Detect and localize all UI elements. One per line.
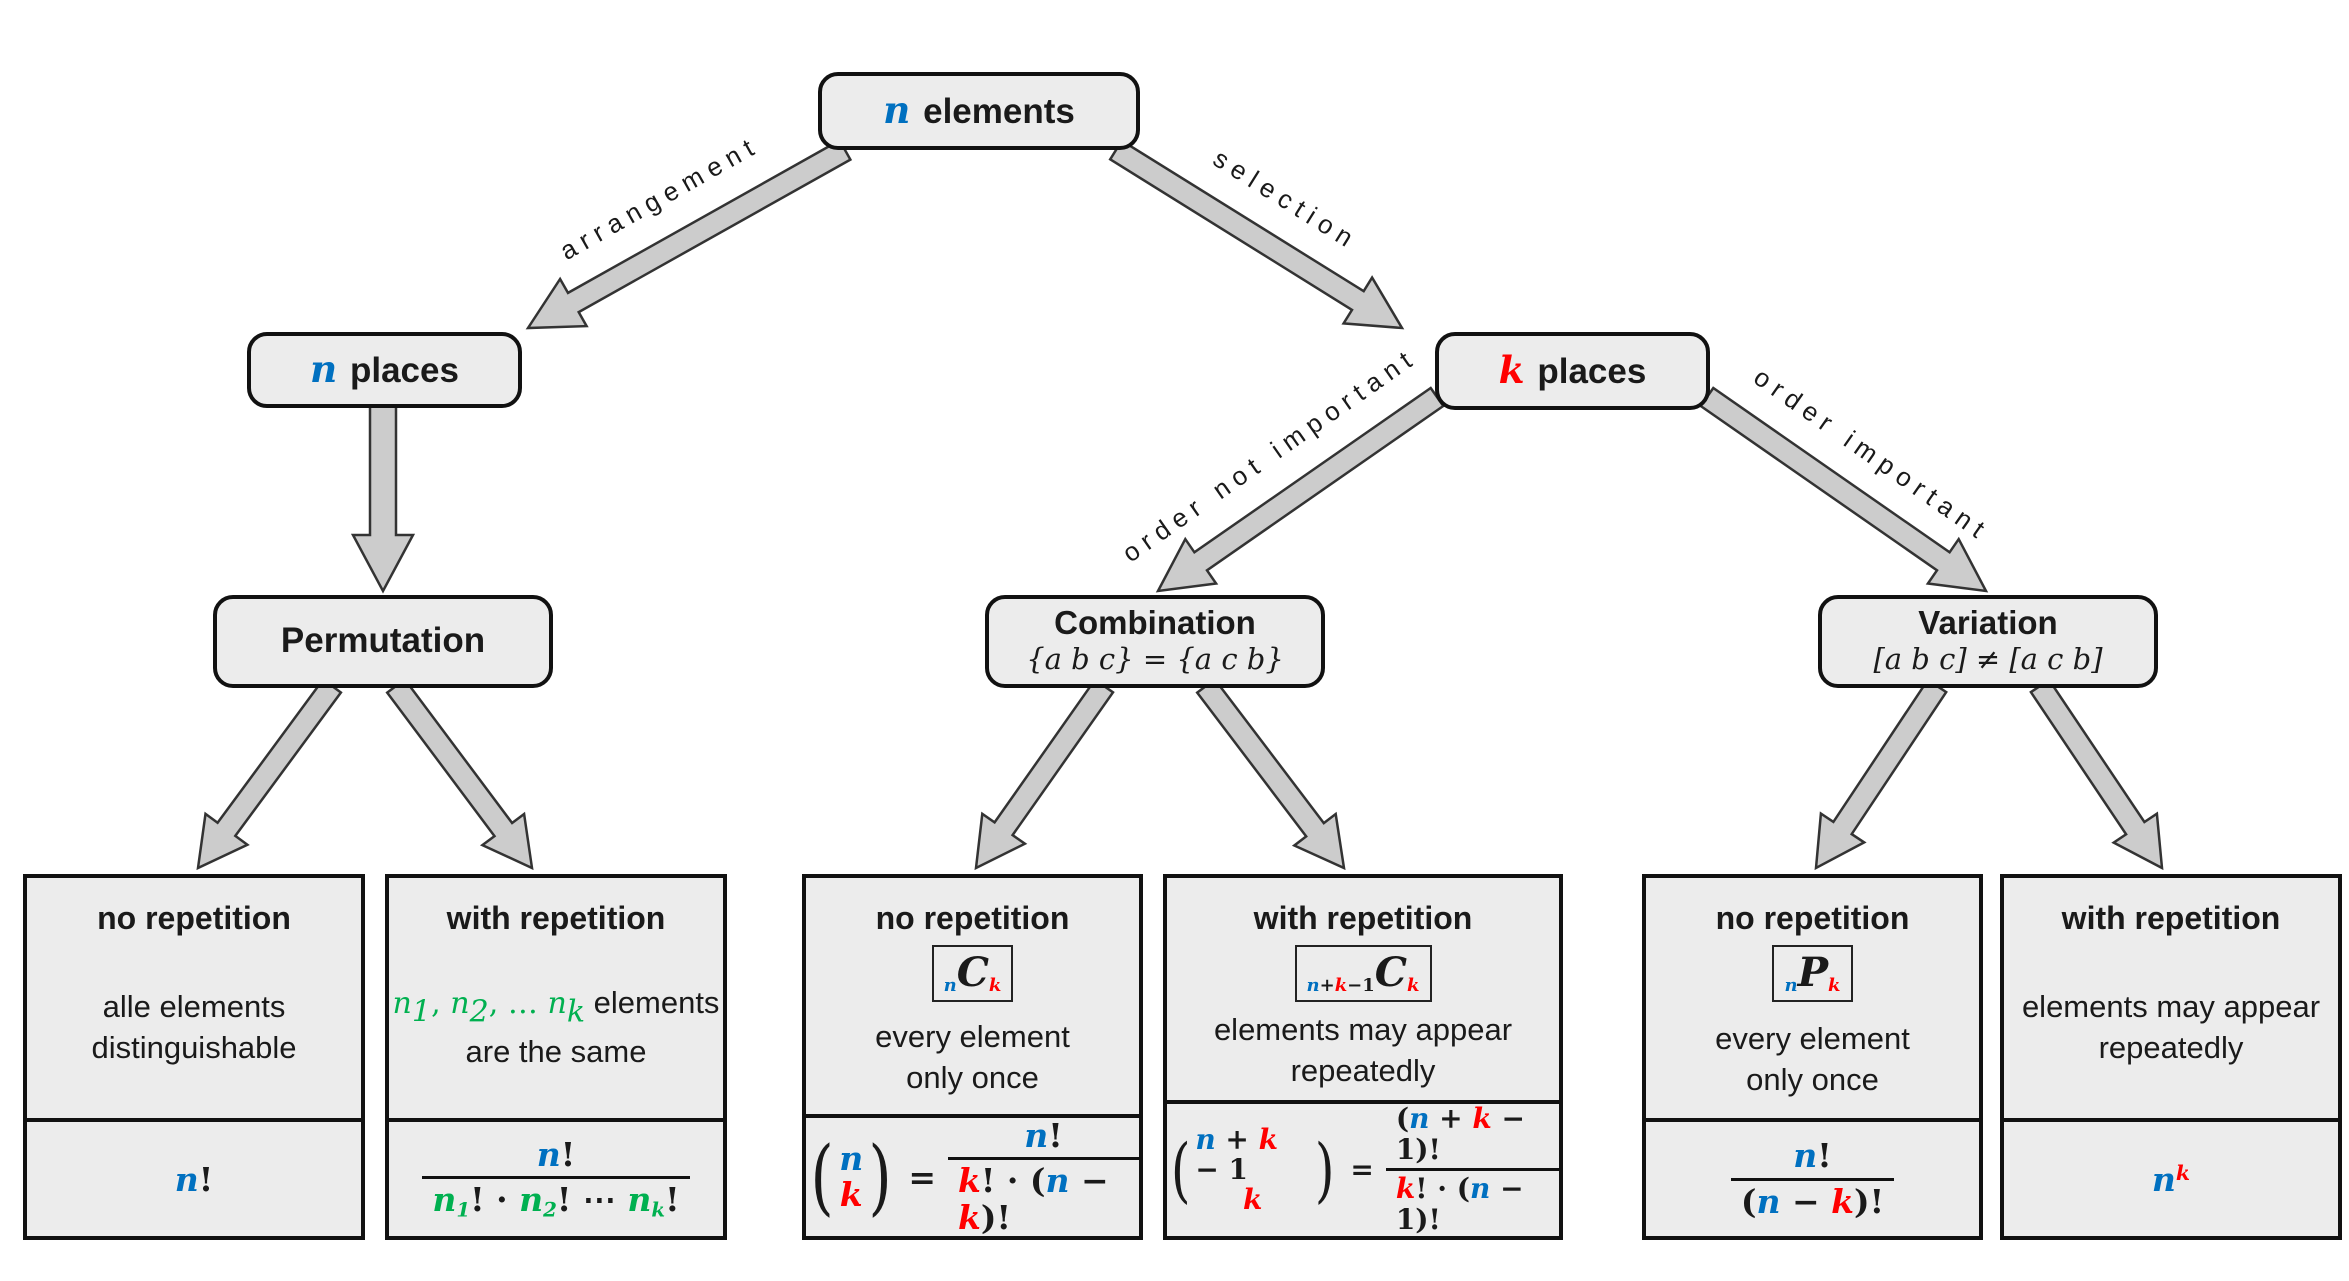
node-variation: Variation [a b c] ≠ [a c b] [1818, 595, 2158, 688]
node-combination: Combination {a b c} = {a c b} [985, 595, 1325, 688]
leaf-formula: n! [27, 1118, 361, 1236]
left-paren: ( [810, 1129, 834, 1226]
left-paren: ( [1170, 1128, 1191, 1211]
edge-label-selection: selection [1208, 142, 1365, 257]
node-n-places: n places [247, 332, 522, 408]
equals-sign: = [1350, 1153, 1374, 1187]
binom-bottom: k [1242, 1183, 1263, 1217]
arrow-combination-to-no-rep [974, 677, 1115, 871]
node-permutation-title: Permutation [280, 621, 486, 661]
fraction-denominator: k! · (n − 1)! [1385, 1168, 1559, 1236]
arrow-combination-to-with-rep [1195, 677, 1346, 871]
notation-badge-n-plus-k-minus-1-Ck: n+k−1Ck [1294, 945, 1432, 1002]
fraction-denominator: k! · (n − k)! [948, 1157, 1139, 1236]
formula-n-factorial: n! [174, 1159, 214, 1199]
node-n-places-label: n places [310, 347, 459, 392]
node-n-elements-label: n elements [883, 88, 1075, 133]
fraction: n! (n − k)! [1730, 1136, 1895, 1220]
leaf-formula: nk [2004, 1118, 2338, 1236]
edge-label-order-important: order important [1748, 361, 1997, 548]
equals-sign: = [908, 1157, 937, 1197]
arrow-n-places-to-permutation [350, 402, 416, 594]
binom-top: n + k − 1 [1195, 1122, 1279, 1186]
fraction: (n + k − 1)! k! · (n − 1)! [1385, 1101, 1559, 1236]
fraction-numerator: n! [1024, 1116, 1063, 1156]
right-paren: ) [868, 1129, 892, 1226]
arrow-permutation-to-no-rep [196, 677, 343, 871]
fraction-denominator: (n − k)! [1730, 1177, 1895, 1220]
leaf-title: with repetition [1253, 900, 1473, 936]
fraction: n! n1! · n2! ⋯ nk! [422, 1134, 690, 1222]
node-combination-title: Combination [1054, 604, 1256, 641]
fraction: n! k! · (n − k)! [948, 1116, 1139, 1236]
leaf-formula: ( n k ) = n! k! · (n − k)! [806, 1114, 1139, 1236]
leaf-description-section: with repetition n+k−1Ck elements may app… [1167, 878, 1559, 1100]
leaf-formula: n! n1! · n2! ⋯ nk! [389, 1118, 723, 1236]
formula-n-power-k: nk [2151, 1159, 2191, 1199]
arrow-variation-to-with-rep [2029, 678, 2164, 871]
edge-label-arrangement: arrangement [554, 129, 765, 266]
leaf-formula: ( n + k − 1 k ) = (n + k − 1)! k! · (n −… [1167, 1099, 1559, 1236]
fraction-numerator: (n + k − 1)! [1395, 1101, 1526, 1166]
node-k-places: k places [1435, 332, 1710, 410]
node-permutation: Permutation [213, 595, 553, 688]
fraction-numerator: n! [536, 1134, 576, 1174]
node-combination-subtitle: {a b c} = {a c b} [1026, 641, 1284, 676]
fraction-denominator: n1! · n2! ⋯ nk! [422, 1176, 690, 1221]
node-k-places-label: k places [1498, 348, 1647, 393]
leaf-title: with repetition [2061, 900, 2281, 936]
node-n-elements: n elements [818, 72, 1140, 150]
leaf-combination-with-repetition: with repetition n+k−1Ck elements may app… [1163, 874, 1563, 1240]
node-variation-title: Variation [1918, 604, 2058, 641]
leaf-title: with repetition [446, 900, 666, 936]
leaf-title: no repetition [97, 900, 291, 936]
fraction-numerator: n! [1793, 1136, 1832, 1176]
leaf-title: no repetition [875, 900, 1070, 936]
notation-badge-nCk: nCk [931, 945, 1014, 1002]
node-variation-subtitle: [a b c] ≠ [a c b] [1873, 641, 2103, 676]
binom-top: n [839, 1139, 864, 1179]
leaf-formula: n! (n − k)! [1646, 1118, 1979, 1236]
binomial-coefficient: ( n + k − 1 k ) [1167, 1122, 1338, 1217]
arrow-permutation-to-with-rep [385, 677, 534, 871]
leaf-title: no repetition [1715, 900, 1910, 936]
binomial-coefficient: ( n k ) [806, 1129, 896, 1226]
right-paren: ) [1314, 1128, 1335, 1211]
notation-badge-nPk: nPk [1772, 945, 1853, 1002]
arrow-variation-to-no-rep [1814, 678, 1948, 871]
binom-bottom: k [839, 1175, 863, 1215]
edge-label-order-not-important: order not important [1116, 341, 1423, 569]
